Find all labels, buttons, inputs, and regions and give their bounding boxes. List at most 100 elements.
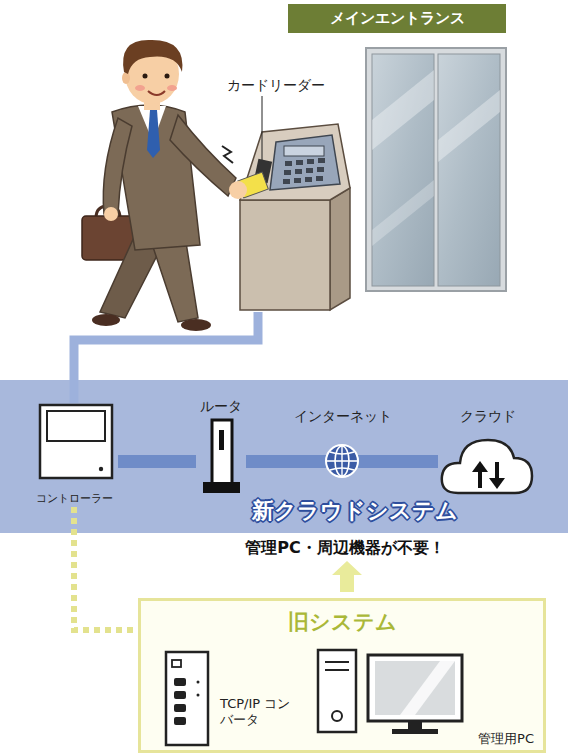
entrance-door	[438, 90, 500, 162]
cloud-icon	[442, 440, 532, 493]
card-reader-kiosk	[330, 188, 350, 310]
businessman-figure	[143, 74, 148, 79]
node-label: 旧システム	[141, 609, 543, 635]
monitor-icon	[400, 661, 455, 715]
card-reader-kiosk	[307, 159, 314, 164]
card-reader-kiosk	[254, 159, 272, 183]
businessman-figure	[138, 106, 166, 142]
pc-tower-icon	[318, 650, 356, 732]
converter-icon	[197, 694, 200, 697]
admin-pc-box: 管理用PC	[314, 645, 536, 749]
legacy-system-box: 旧システム TCP/IP コンバータ管理用PC	[138, 598, 546, 753]
businessman-figure	[170, 115, 236, 196]
controller-icon	[40, 405, 112, 478]
up-arrow	[332, 561, 362, 592]
node-label: 新クラウドシステム	[230, 498, 480, 524]
businessman-figure	[147, 110, 160, 158]
businessman-figure	[92, 314, 120, 326]
cloud-box: クラウド	[438, 408, 538, 498]
cloud-icon	[489, 478, 505, 489]
internet-globe	[341, 446, 342, 476]
card-reader-kiosk	[284, 146, 324, 156]
converter-icon	[166, 652, 208, 745]
converter-icon	[174, 704, 186, 712]
controller-icon	[99, 467, 103, 471]
card-reader-kiosk	[294, 178, 301, 183]
internet-box: インターネット	[290, 408, 396, 480]
businessman-figure	[122, 72, 130, 84]
pc-tower-icon	[325, 661, 349, 663]
cloud-icon	[472, 461, 488, 472]
controller-icon	[47, 411, 105, 441]
node-label: クラウド	[438, 408, 538, 425]
businessman-figure	[181, 319, 211, 331]
entrance-door	[372, 180, 434, 246]
node-label: カードリーダー	[227, 76, 325, 94]
note-label: 管理PC・周辺機器が不要！	[200, 538, 490, 558]
businessman-figure	[148, 91, 165, 95]
converter-icon	[174, 678, 186, 686]
cloud-icon	[442, 440, 532, 493]
cloud-system-band: 新クラウドシステム コントローラー ルータインターネット クラウド	[0, 380, 568, 533]
cloud-icon	[495, 462, 499, 480]
internet-globe	[326, 445, 358, 477]
network-link	[396, 455, 438, 468]
card-reader-kiosk	[295, 169, 302, 174]
card-reader-kiosk	[283, 179, 290, 184]
businessman-figure	[222, 146, 233, 163]
converter-icon	[197, 681, 200, 684]
card-reader-kiosk	[283, 158, 325, 184]
entrance-door	[366, 48, 506, 291]
card-reader-kiosk	[270, 135, 340, 190]
converter-icon	[166, 652, 208, 745]
leader-line	[262, 96, 263, 160]
businessman-figure	[135, 85, 145, 91]
legacy-link	[74, 507, 138, 630]
converter-icon	[172, 660, 181, 667]
router-icon	[219, 430, 224, 450]
monitor-icon	[368, 655, 462, 734]
card-reader-kiosk	[305, 177, 312, 182]
converter-icon	[174, 691, 186, 699]
card-reader-kiosk	[306, 168, 313, 173]
businessman-figure	[238, 172, 269, 198]
monitor-icon	[408, 721, 422, 729]
businessman-figure	[144, 96, 160, 110]
node-label: ルータ	[196, 398, 246, 415]
businessman-figure	[167, 85, 177, 91]
internet-globe	[330, 452, 354, 470]
leader-line	[262, 96, 263, 160]
controller-box: コントローラー	[30, 403, 118, 507]
card-reader-kiosk	[285, 161, 292, 166]
card-reader-kiosk	[318, 158, 325, 163]
signal-wire	[74, 312, 258, 403]
businessman-figure	[165, 74, 170, 79]
card-reader-kiosk	[240, 124, 350, 200]
entrance-banner: メインエントランス	[288, 4, 506, 33]
network-link	[118, 455, 196, 468]
router-box: ルータ	[196, 398, 246, 495]
monitor-icon	[368, 655, 462, 721]
businessman-figure	[229, 181, 247, 199]
node-label: メインエントランス	[288, 4, 506, 33]
pc-tower-icon	[318, 650, 356, 732]
router-icon	[203, 420, 240, 493]
monitor-icon	[392, 729, 438, 734]
node-label: TCP/IP コンバータ	[220, 696, 300, 728]
up-arrow	[332, 561, 362, 592]
entrance-door	[372, 54, 434, 286]
node-label: 管理用PC	[478, 731, 534, 747]
card-reader-kiosk	[240, 124, 350, 310]
businessman-figure	[82, 216, 134, 260]
businessman-figure	[150, 236, 198, 322]
network-link	[246, 455, 290, 468]
card-reader-kiosk	[240, 200, 330, 310]
router-icon	[212, 420, 232, 484]
businessman-figure	[104, 207, 118, 221]
node-label: コントローラー	[30, 492, 118, 506]
converter-box: TCP/IP コンバータ	[162, 648, 302, 748]
card-reader-kiosk	[317, 167, 324, 172]
